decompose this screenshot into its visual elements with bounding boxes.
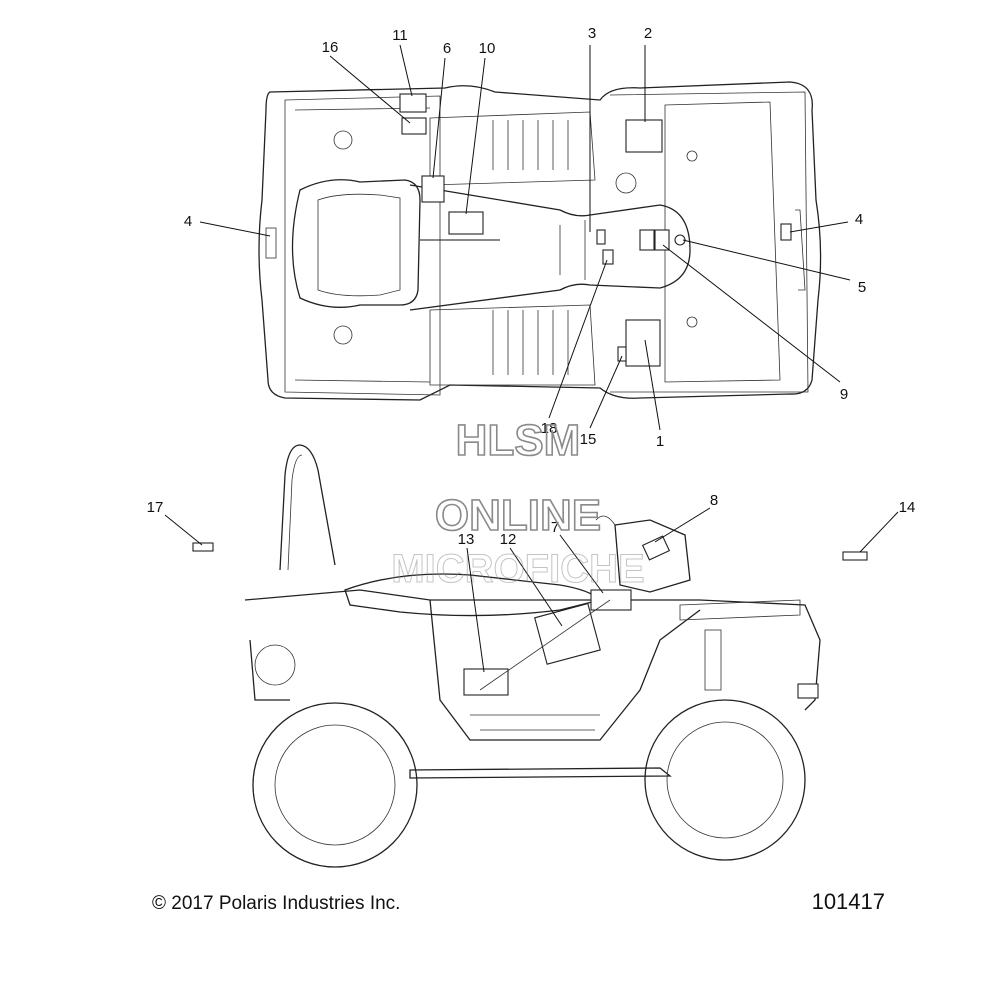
callout-1: 1 [656, 433, 664, 450]
decals-top [399, 93, 792, 367]
watermark-line2: ONLINE [435, 491, 601, 540]
callout-13: 13 [458, 531, 475, 548]
callout-5: 5 [858, 279, 866, 296]
callout-9: 9 [840, 386, 848, 403]
watermark-line1: HLSM [456, 416, 581, 465]
callout-2: 2 [644, 25, 652, 42]
drawing-number: 101417 [811, 889, 885, 914]
callout-17: 17 [147, 499, 164, 516]
callout-8: 8 [710, 492, 718, 509]
callout-6: 6 [443, 40, 451, 57]
callout-10: 10 [479, 40, 496, 57]
callout-3: 3 [588, 25, 596, 42]
atv-top-view [258, 81, 822, 401]
callout-14: 14 [899, 499, 916, 516]
watermark-line3: MICROFICHE [391, 547, 644, 591]
callout-labels: 1 2 3 4 4 5 6 7 8 9 10 11 12 13 14 15 16… [147, 25, 916, 548]
watermark: HLSM ONLINE MICROFICHE [391, 415, 645, 591]
callout-4-front: 4 [855, 211, 863, 228]
callout-4-rear: 4 [184, 213, 192, 230]
copyright-text: © 2017 Polaris Industries Inc. [152, 893, 401, 914]
callout-7: 7 [551, 519, 559, 536]
atv-side-view [244, 444, 821, 868]
callout-18: 18 [541, 420, 558, 437]
callout-15: 15 [580, 431, 597, 448]
callout-11: 11 [392, 27, 408, 44]
callout-16: 16 [322, 39, 339, 56]
callout-12: 12 [500, 531, 517, 548]
leader-lines [164, 44, 899, 673]
decals-side [192, 535, 868, 696]
